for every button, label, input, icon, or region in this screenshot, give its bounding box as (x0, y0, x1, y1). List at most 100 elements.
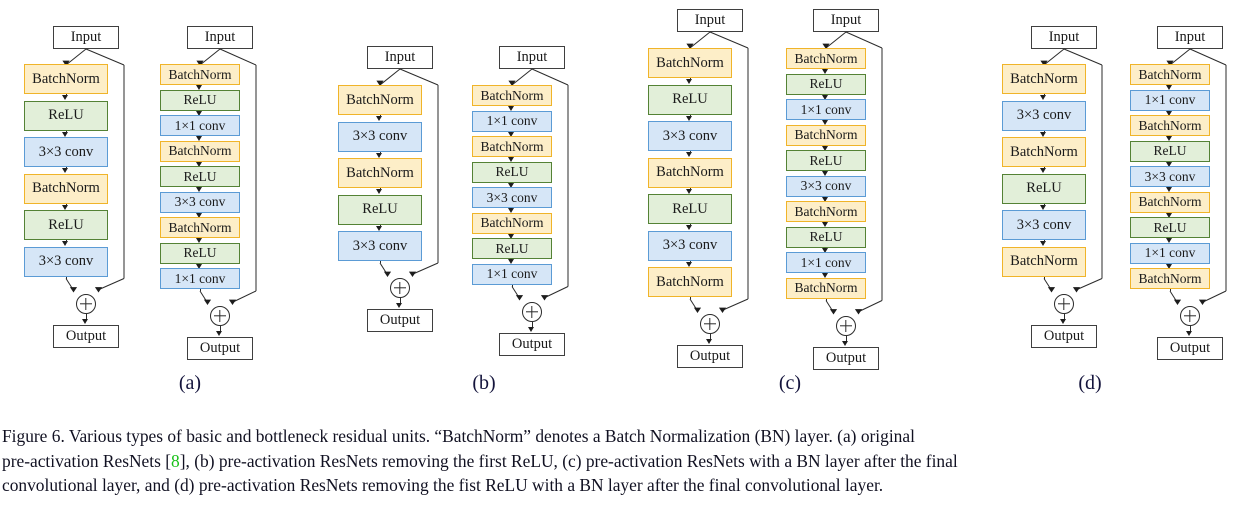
add-node-icon (390, 278, 410, 298)
output-box: Output (677, 345, 743, 368)
batchnorm-block: BatchNorm (1130, 268, 1210, 289)
flow-connector (825, 247, 827, 249)
flow-arrow-icon (822, 222, 829, 228)
flow-connector (199, 161, 201, 163)
flow-arrow-icon (508, 208, 515, 214)
add-node-icon (210, 306, 230, 326)
add-node-icon (76, 293, 96, 314)
relu-block: ReLU (648, 194, 732, 224)
flow-connector (825, 298, 827, 301)
relu-block: ReLU (24, 210, 108, 240)
flow-arrow-icon (1166, 212, 1173, 218)
figure-caption: Figure 6. Various types of basic and bot… (0, 424, 1251, 498)
conv-block: 3×3 conv (648, 121, 732, 151)
conv-block: 3×3 conv (648, 230, 732, 261)
flow-arrow-icon (196, 263, 203, 269)
relu-block: ReLU (786, 73, 866, 95)
output-box: Output (53, 324, 119, 348)
flow-arrow-icon (1040, 168, 1047, 174)
conv-block: 3×3 conv (1002, 210, 1086, 240)
batchnorm-block: BatchNorm (160, 217, 240, 238)
flow-connector (511, 182, 513, 184)
panel-label-a: (a) (178, 372, 202, 394)
flow-arrow-icon (216, 331, 223, 336)
batchnorm-block: BatchNorm (472, 212, 552, 234)
flow-connector (531, 321, 533, 328)
flow-arrow-icon (1166, 85, 1173, 91)
flow-connector (1169, 289, 1171, 291)
flow-connector (511, 106, 513, 107)
output-box: Output (367, 309, 433, 332)
add-node-icon (700, 314, 720, 334)
batchnorm-block: BatchNorm (24, 173, 108, 204)
add-node-icon (1054, 293, 1074, 314)
flow-connector (199, 110, 201, 112)
panel-label-c: (c) (778, 372, 802, 394)
flow-connector (1063, 313, 1065, 320)
flow-connector (1169, 136, 1171, 137)
input-box: Input (1157, 26, 1223, 49)
batchnorm-block: BatchNorm (786, 277, 866, 299)
flow-arrow-icon (1166, 110, 1173, 116)
flow-connector (379, 261, 381, 263)
output-box: Output (813, 346, 879, 370)
flow-connector (1169, 85, 1171, 86)
flow-connector (65, 94, 67, 97)
conv-block: 1×1 conv (786, 99, 866, 120)
flow-arrow-icon (376, 152, 383, 158)
batchnorm-block: BatchNorm (1002, 64, 1086, 94)
conv-block: 1×1 conv (786, 252, 866, 273)
caption-line-2-part-b: ], (b) pre-activation ResNets removing t… (179, 450, 958, 471)
citation-8[interactable]: 8 (171, 450, 180, 471)
flow-arrow-icon (686, 188, 693, 194)
flow-connector (379, 224, 381, 227)
relu-block: ReLU (1130, 140, 1210, 162)
conv-block: 1×1 conv (160, 115, 240, 136)
flow-connector (825, 69, 827, 70)
flow-arrow-icon (508, 259, 515, 265)
caption-line-2: pre-activation ResNets [8], (b) pre-acti… (0, 449, 1251, 474)
flow-connector (825, 145, 827, 147)
flow-arrow-icon (196, 110, 203, 116)
flow-connector (689, 224, 691, 227)
flow-connector (511, 233, 513, 235)
flow-arrow-icon (1166, 187, 1173, 193)
batchnorm-block: BatchNorm (786, 124, 866, 146)
flow-arrow-icon (822, 69, 829, 75)
batchnorm-block: BatchNorm (1130, 191, 1210, 213)
flow-connector (689, 187, 691, 190)
flow-connector (1043, 203, 1045, 206)
flow-arrow-icon (1166, 263, 1173, 269)
flow-arrow-icon (1166, 161, 1173, 167)
flow-connector (379, 115, 381, 118)
flow-connector (689, 151, 691, 154)
batchnorm-block: BatchNorm (786, 201, 866, 222)
input-box: Input (187, 26, 253, 49)
flow-connector (1169, 212, 1171, 214)
flow-arrow-icon (706, 339, 713, 344)
flow-connector (1189, 326, 1191, 332)
flow-arrow-icon (822, 120, 829, 126)
flow-connector (1043, 240, 1045, 243)
batchnorm-block: BatchNorm (1130, 64, 1210, 85)
flow-arrow-icon (376, 116, 383, 122)
caption-line-1: Figure 6. Various types of basic and bot… (2, 426, 915, 446)
panel-label-d: (d) (1078, 372, 1102, 394)
relu-block: ReLU (160, 89, 240, 111)
flow-connector (511, 208, 513, 209)
input-box: Input (677, 9, 743, 32)
batchnorm-block: BatchNorm (648, 267, 732, 297)
flow-connector (1169, 263, 1171, 265)
flow-arrow-icon (1186, 331, 1193, 336)
flow-arrow-icon (508, 233, 515, 239)
flow-connector (199, 238, 201, 239)
flow-connector (1169, 161, 1171, 163)
flow-arrow-icon (376, 225, 383, 231)
flow-connector (511, 131, 513, 133)
input-box: Input (813, 9, 879, 32)
relu-block: ReLU (1002, 173, 1086, 204)
flow-connector (85, 313, 87, 320)
flow-connector (1169, 238, 1171, 239)
flow-arrow-icon (82, 318, 89, 324)
relu-block: ReLU (338, 194, 422, 225)
